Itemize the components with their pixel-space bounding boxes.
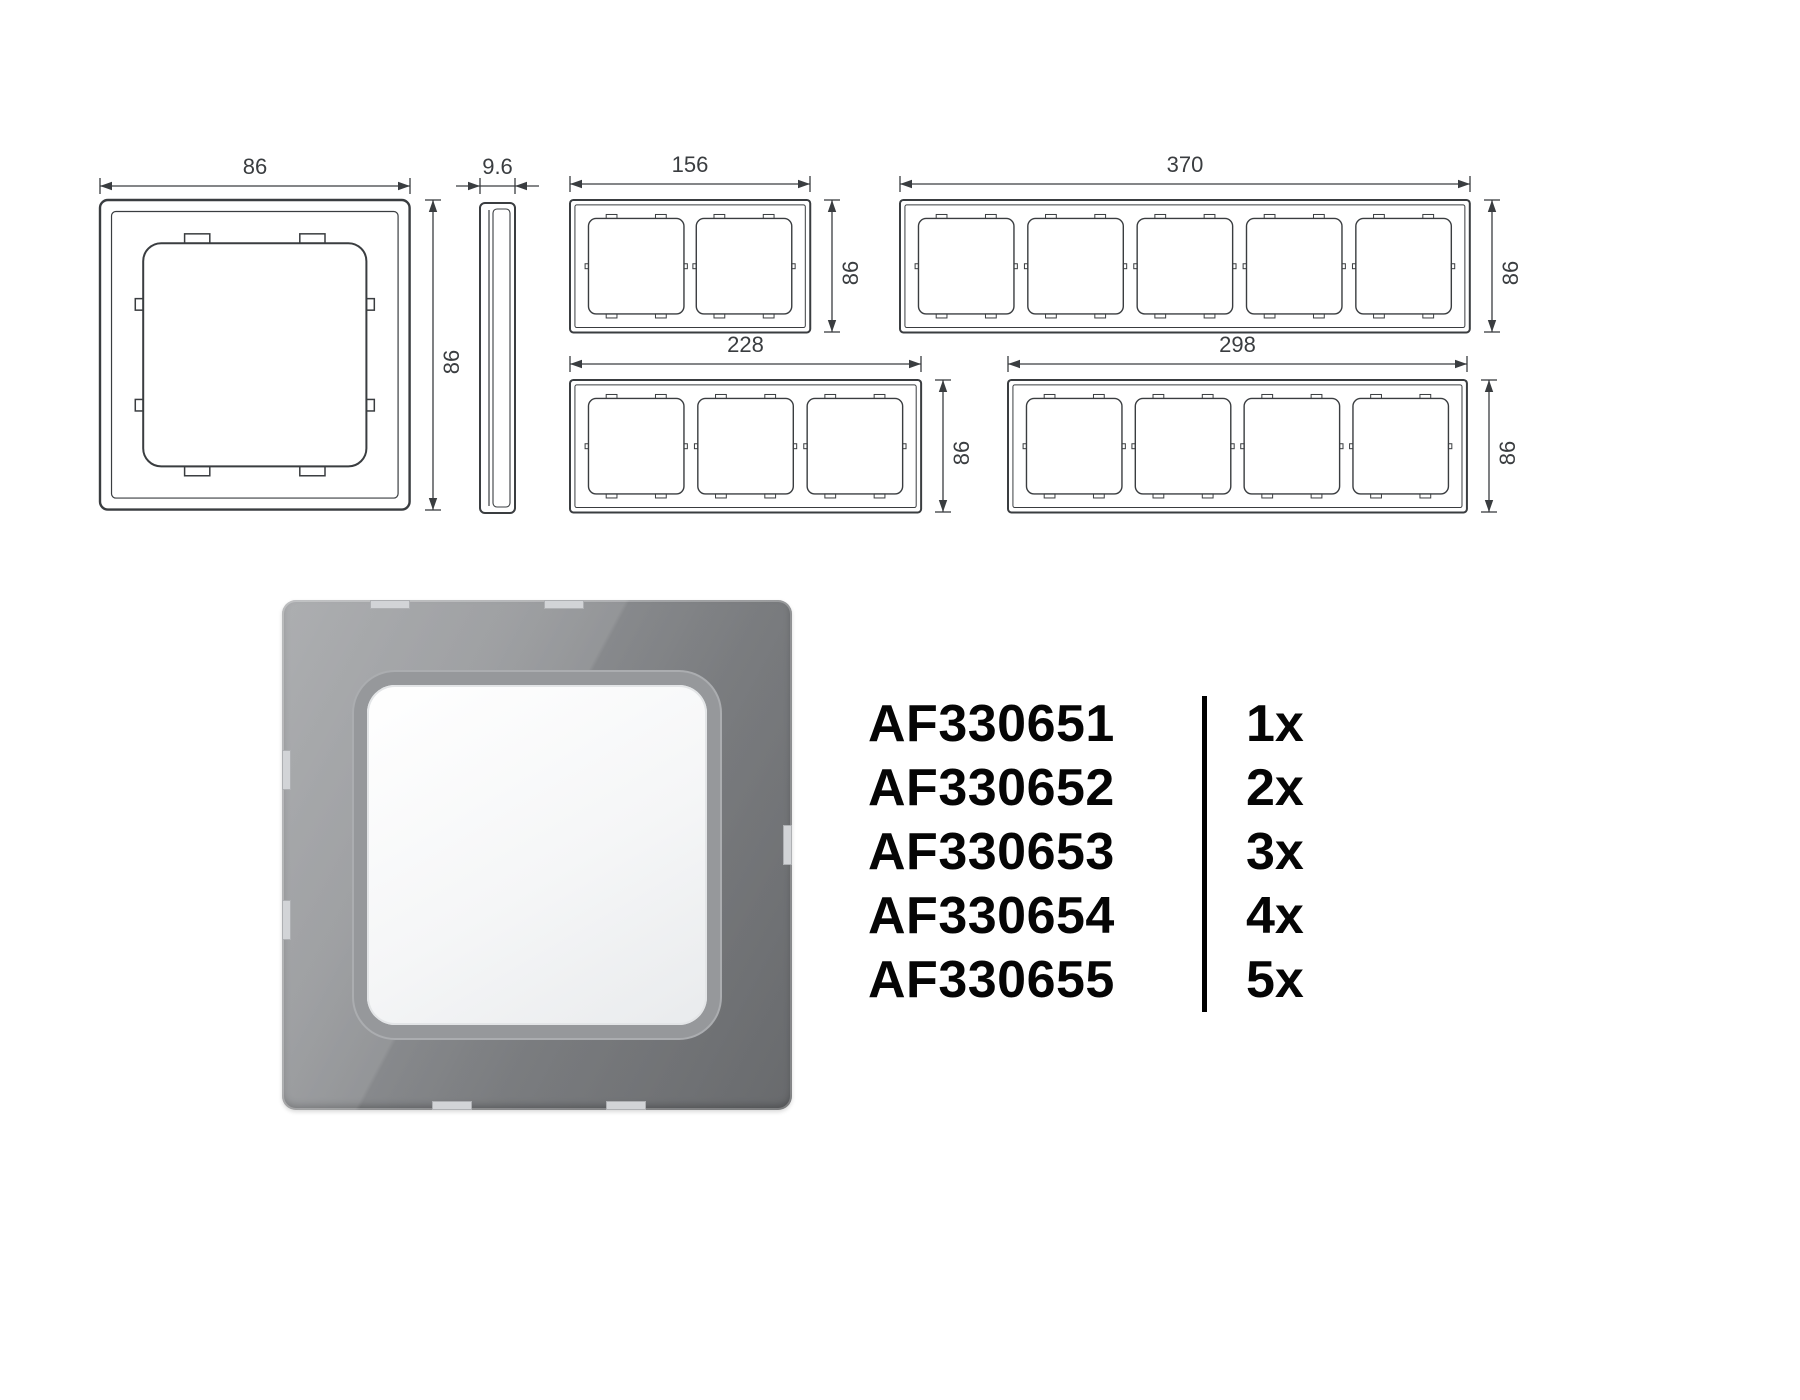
dimension-label: 86: [243, 154, 267, 179]
dimension-label: 86: [1498, 261, 1523, 285]
drawing-frame-1gang: [98, 198, 411, 511]
product-code: AF330655: [868, 951, 1115, 1009]
product-photo-frame: [282, 600, 792, 1110]
dimension-label: 86: [949, 441, 974, 465]
product-code: AF330653: [868, 823, 1115, 881]
dimension-label: 86: [1495, 441, 1520, 465]
dimension-label: 86: [439, 350, 464, 374]
dimension-horizontal: 370: [899, 152, 1471, 192]
dimension-horizontal: 156: [569, 152, 811, 192]
dimension-horizontal: 228: [569, 332, 922, 372]
product-qty: 4x: [1246, 887, 1304, 945]
drawing-frame-5gang: [899, 199, 1471, 334]
dimension-horizontal: 86: [99, 154, 411, 194]
dimension-horizontal: 298: [1007, 332, 1468, 372]
clip-tab: [282, 750, 291, 790]
dimension-vertical: 86: [425, 199, 464, 511]
product-qty: 2x: [1246, 759, 1304, 817]
clip-tab: [432, 1101, 472, 1110]
dimension-label: 9.6: [482, 154, 513, 179]
clip-tab: [544, 600, 584, 609]
drawing-side-profile: [479, 202, 516, 514]
dimension-vertical: 86: [1481, 379, 1520, 513]
product-code: AF330652: [868, 759, 1115, 817]
dimension-label: 370: [1167, 152, 1204, 177]
list-divider: [1202, 696, 1207, 1012]
product-row: AF330651 1x: [868, 692, 1304, 756]
product-row: AF330655 5x: [868, 948, 1304, 1012]
drawing-frame-4gang: [1007, 379, 1468, 514]
clip-tab: [282, 900, 291, 940]
dimension-vertical: 86: [935, 379, 974, 513]
product-qty: 1x: [1246, 695, 1304, 753]
product-row: AF330653 3x: [868, 820, 1304, 884]
product-list: AF330651 1x AF330652 2x AF330653 3x AF33…: [868, 692, 1304, 1012]
dimension-horizontal: 9.6: [456, 154, 539, 194]
frame-window: [367, 685, 707, 1025]
dimension-vertical: 86: [824, 199, 863, 333]
product-qty: 3x: [1246, 823, 1304, 881]
product-qty: 5x: [1246, 951, 1304, 1009]
product-row: AF330654 4x: [868, 884, 1304, 948]
dimension-label: 86: [838, 261, 863, 285]
dimension-label: 228: [727, 332, 764, 357]
product-code: AF330651: [868, 695, 1115, 753]
clip-tab: [783, 825, 792, 865]
clip-tab: [370, 600, 410, 609]
drawing-frame-2gang: [569, 199, 812, 334]
dimension-label: 156: [672, 152, 709, 177]
product-row: AF330652 2x: [868, 756, 1304, 820]
dimension-vertical: 86: [1484, 199, 1523, 333]
dimension-label: 298: [1219, 332, 1256, 357]
product-code: AF330654: [868, 887, 1115, 945]
drawing-frame-3gang: [569, 379, 923, 514]
clip-tab: [606, 1101, 646, 1110]
